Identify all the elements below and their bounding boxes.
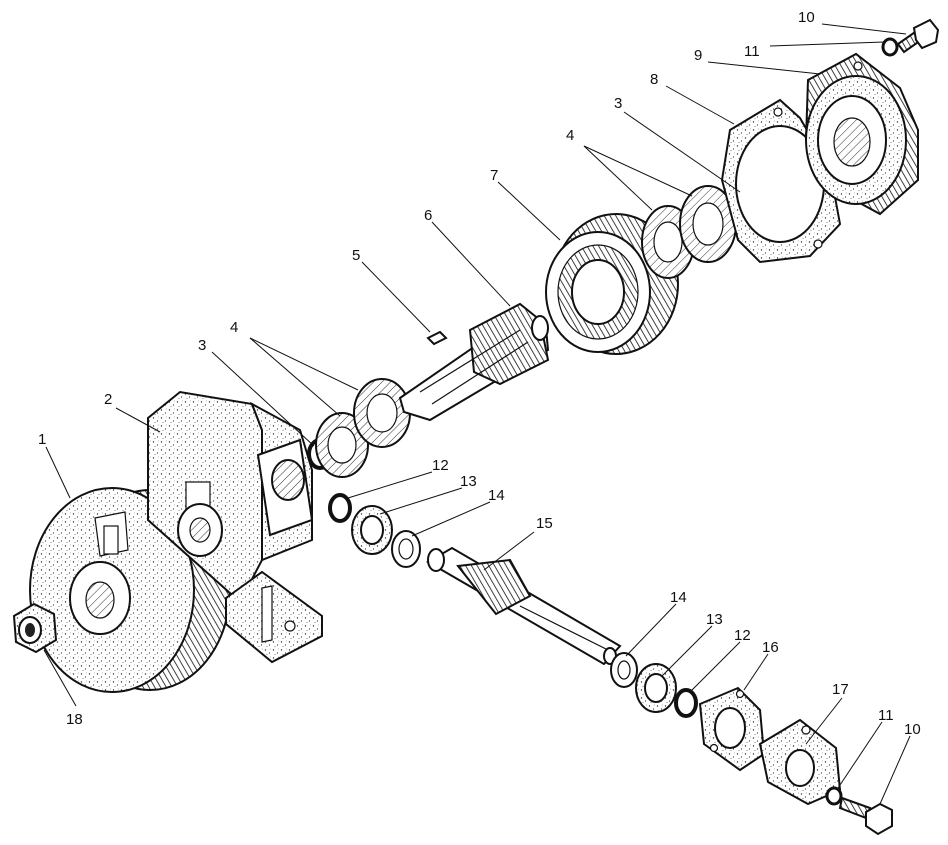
part-5-key: [426, 330, 448, 346]
part-12-snap-ring-lower: [674, 688, 698, 718]
part-4-washers-left: [315, 378, 411, 478]
callout-4-left: 4: [230, 319, 238, 336]
callout-10-top: 10: [798, 9, 815, 26]
callout-4-right: 4: [566, 127, 574, 144]
callout-12-lower: 12: [734, 627, 751, 644]
callout-13-lower: 13: [706, 611, 723, 628]
callout-13-upper: 13: [460, 473, 477, 490]
part-10-bolt-top: [896, 18, 940, 54]
callout-15: 15: [536, 515, 553, 532]
callout-3-left: 3: [198, 337, 206, 354]
part-14-washer-upper: [391, 530, 421, 568]
callout-8: 8: [650, 71, 658, 88]
callout-17: 17: [832, 681, 849, 698]
part-10-bolt-bottom: [838, 796, 893, 836]
callout-10-bottom: 10: [904, 721, 921, 738]
part-13-bearing-lower: [635, 663, 677, 713]
part-11-washer-top: [881, 37, 899, 57]
leader-lines: [43, 23, 911, 805]
callout-1: 1: [38, 431, 46, 448]
callout-12-upper: 12: [432, 457, 449, 474]
part-2-housing: [147, 390, 323, 664]
callout-6: 6: [424, 207, 432, 224]
callout-11-bottom: 11: [878, 707, 894, 724]
part-14-washer-lower: [610, 652, 638, 688]
part-15-worm-shaft: [426, 546, 622, 666]
callout-18: 18: [66, 711, 83, 728]
part-13-bearing-upper: [351, 505, 393, 555]
part-11-washer-bottom: [825, 786, 843, 806]
part-12-snap-ring-upper: [328, 493, 352, 523]
callout-14-upper: 14: [488, 487, 505, 504]
callout-9: 9: [694, 47, 702, 64]
part-9-cover: [804, 52, 919, 216]
callout-16: 16: [762, 639, 779, 656]
callout-2: 2: [104, 391, 112, 408]
callout-labels: 1 2 3 4 5 6 7 4 3 8 9 11 10 12 13 14 15 …: [38, 9, 921, 738]
part-4-washers-right: [641, 185, 737, 279]
callout-5: 5: [352, 247, 360, 264]
callout-7: 7: [490, 167, 498, 184]
callout-11-top: 11: [744, 43, 760, 60]
callout-3-right: 3: [614, 95, 622, 112]
part-17-end-cap: [758, 718, 842, 806]
part-18-nut: [12, 602, 58, 654]
part-16-gasket: [698, 686, 766, 772]
callout-14-lower: 14: [670, 589, 687, 606]
part-6-splined-shaft: [398, 302, 550, 422]
